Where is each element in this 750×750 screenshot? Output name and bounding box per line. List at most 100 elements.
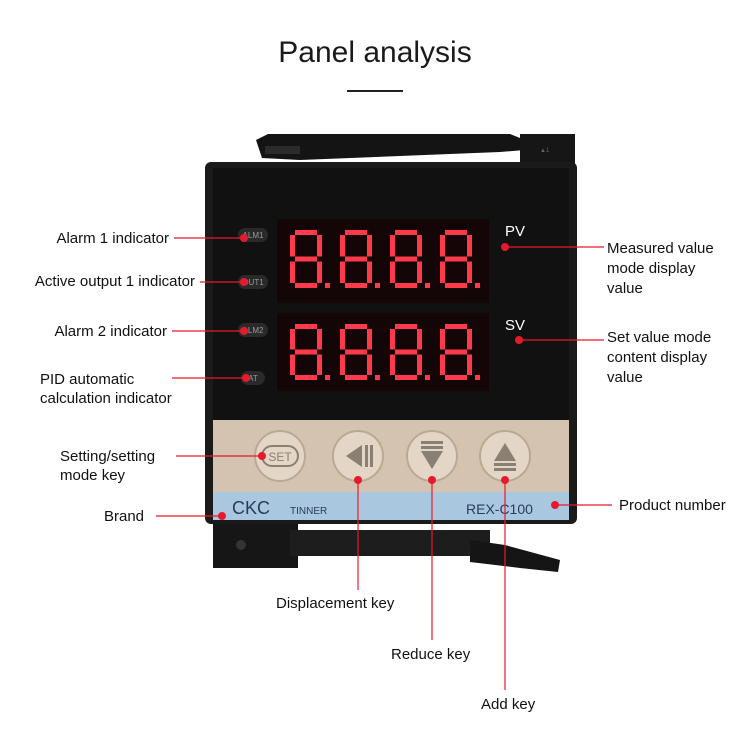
label-reduce: Reduce key — [391, 646, 471, 663]
svg-text:AT: AT — [248, 374, 258, 383]
label-out1: Active output 1 indicator — [34, 273, 195, 290]
leader-lines — [156, 237, 612, 690]
display-segment — [295, 349, 317, 355]
display-segment — [340, 261, 345, 283]
pv-device-label: PV — [505, 223, 525, 240]
arrow-up-icon — [494, 443, 516, 461]
display-segment — [390, 354, 395, 375]
title-underline — [347, 90, 403, 92]
label-pv-line3: value — [607, 280, 643, 297]
display-segment — [295, 375, 317, 380]
bottom-mounting-clip — [213, 518, 560, 572]
display-segment — [317, 354, 322, 375]
display-segment — [395, 375, 417, 380]
display-segment — [295, 256, 317, 262]
label-brand: Brand — [104, 508, 145, 525]
set-key[interactable]: SET — [254, 430, 306, 482]
decimal-point — [375, 375, 380, 380]
display-segment — [467, 235, 472, 257]
display-segment — [340, 235, 345, 257]
label-alarm1: Alarm 1 indicator — [56, 230, 169, 247]
display-segment — [445, 375, 467, 380]
label-pv-line2: mode display — [607, 260, 696, 277]
decimal-point — [475, 375, 480, 380]
display-segment — [295, 283, 317, 288]
display-segment — [345, 283, 367, 288]
label-sv-line2: content display — [607, 349, 708, 366]
display-segment — [290, 354, 295, 375]
sv-display-digits — [290, 324, 480, 380]
display-segment — [390, 261, 395, 283]
brand-strip — [213, 492, 569, 520]
marker-dots — [218, 234, 559, 520]
label-displacement: Displacement key — [276, 595, 395, 612]
label-sv-line3: value — [607, 369, 643, 386]
display-segment — [340, 354, 345, 375]
display-segment — [395, 256, 417, 262]
svg-text:OUT1: OUT1 — [242, 278, 264, 287]
display-segment — [340, 329, 345, 350]
svg-text:ALM1: ALM1 — [243, 231, 264, 240]
display-segment — [440, 354, 445, 375]
display-segment — [440, 261, 445, 283]
display-segment — [345, 349, 367, 355]
display-segment — [367, 235, 372, 257]
display-segment — [417, 329, 422, 350]
display-segment — [417, 354, 422, 375]
display-segment — [367, 329, 372, 350]
display-segment — [395, 349, 417, 355]
display-segment — [467, 354, 472, 375]
display-segment — [445, 324, 467, 329]
svg-text:SET: SET — [268, 450, 292, 464]
sv-device-label: SV — [505, 317, 525, 334]
displacement-key[interactable] — [332, 430, 384, 482]
decimal-point — [425, 283, 430, 288]
display-segment — [417, 235, 422, 257]
display-segment — [345, 256, 367, 262]
decimal-point — [425, 375, 430, 380]
display-segment — [445, 230, 467, 235]
display-segment — [440, 329, 445, 350]
display-segment — [317, 329, 322, 350]
label-product: Product number — [619, 497, 726, 514]
brand-sub: TINNER — [290, 506, 327, 517]
model-number: REX-C100 — [466, 501, 533, 517]
display-segment — [317, 261, 322, 283]
display-segment — [467, 329, 472, 350]
shift-left-icon — [346, 445, 362, 467]
label-pid-line1: PID automatic — [40, 371, 135, 388]
pv-display-digits — [290, 230, 480, 288]
reduce-key[interactable] — [406, 430, 458, 482]
display-segment — [395, 324, 417, 329]
decimal-point — [325, 283, 330, 288]
brand-logo: CKC — [232, 498, 270, 518]
display-segment — [390, 235, 395, 257]
display-segment — [345, 375, 367, 380]
label-set-line1: Setting/setting — [60, 448, 156, 465]
svg-text:ALM2: ALM2 — [243, 326, 264, 335]
decimal-point — [325, 375, 330, 380]
display-segment — [317, 235, 322, 257]
page-title: Panel analysis — [278, 36, 472, 69]
label-pid-line2: calculation indicator — [40, 390, 172, 407]
decimal-point — [375, 283, 380, 288]
display-segment — [295, 230, 317, 235]
display-segment — [445, 349, 467, 355]
display-segment — [467, 261, 472, 283]
display-segment — [295, 324, 317, 329]
display-segment — [367, 261, 372, 283]
label-set-line2: mode key — [60, 467, 126, 484]
top-mounting-clip: ▲1 — [256, 134, 575, 166]
add-key[interactable] — [479, 430, 531, 482]
display-segment — [290, 261, 295, 283]
display-segment — [445, 256, 467, 262]
label-pv-line1: Measured value — [607, 240, 714, 257]
svg-text:▲1: ▲1 — [540, 148, 550, 154]
display-segment — [345, 324, 367, 329]
display-segment — [445, 283, 467, 288]
display-segment — [290, 235, 295, 257]
label-alarm2: Alarm 2 indicator — [54, 323, 167, 340]
display-segment — [417, 261, 422, 283]
display-segment — [395, 230, 417, 235]
